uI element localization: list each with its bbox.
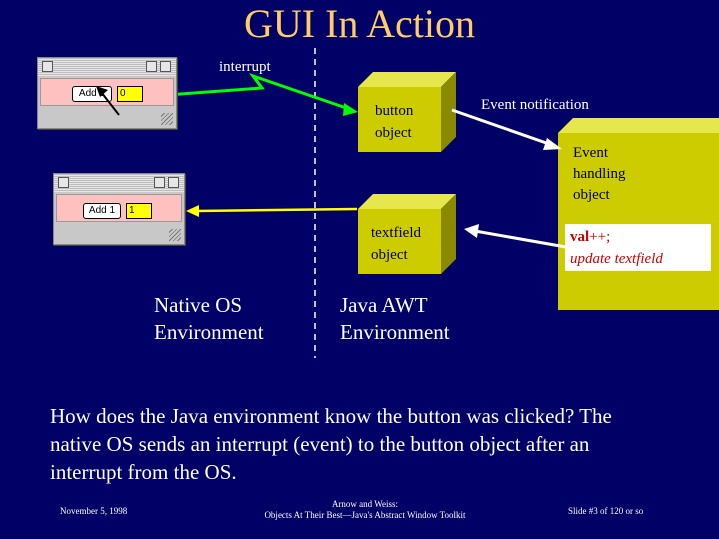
textfield-object-label-1: textfield bbox=[371, 225, 421, 241]
native-window-bottom: Add 1 1 bbox=[53, 173, 185, 245]
button-object-label-2: object bbox=[375, 125, 412, 141]
button-object-box bbox=[358, 72, 456, 152]
window-titlebar bbox=[54, 174, 184, 192]
footer-author: Arnow and Weiss: bbox=[331, 499, 399, 509]
close-box-icon[interactable] bbox=[58, 177, 69, 188]
bottom-caption: How does the Java environment know the b… bbox=[50, 402, 710, 486]
bottom-caption-line-2: native OS sends an interrupt (event) to … bbox=[50, 432, 590, 456]
native-env-label: Native OS Environment bbox=[154, 292, 264, 346]
event-notification-arrow bbox=[451, 108, 553, 147]
zoom-box-icon[interactable] bbox=[146, 61, 157, 72]
textfield-object-box bbox=[358, 194, 456, 274]
collapse-box-icon[interactable] bbox=[160, 61, 171, 72]
code-line-1: val++; bbox=[570, 227, 610, 247]
footer-date: November 5, 1998 bbox=[60, 506, 128, 516]
textfield-object: textfield object bbox=[358, 209, 441, 274]
footer-slide-number: Slide #3 of 120 or so bbox=[568, 506, 644, 516]
add-one-button[interactable]: Add 1 bbox=[83, 203, 121, 219]
java-env-line-2: Environment bbox=[340, 320, 450, 344]
java-env-label: Java AWT Environment bbox=[340, 292, 450, 346]
event-handling-label-3: object bbox=[573, 187, 610, 203]
footer-book: Objects At Their Best—Java's Abstract Wi… bbox=[264, 510, 466, 520]
code-line-2: update textfield bbox=[570, 251, 663, 267]
button-object: button object bbox=[358, 87, 441, 152]
event-handling-object-box bbox=[558, 118, 719, 310]
native-env-line-2: Environment bbox=[154, 320, 264, 344]
java-env-line-1: Java AWT bbox=[340, 293, 428, 317]
event-handling-label-1: Event bbox=[573, 145, 608, 161]
interrupt-label: interrupt bbox=[219, 59, 271, 75]
zoom-box-icon[interactable] bbox=[154, 177, 165, 188]
event-handling-label-2: handling bbox=[573, 166, 626, 182]
code-var: val bbox=[570, 229, 590, 245]
interrupt-arrow bbox=[166, 72, 353, 112]
mouse-cursor-icon bbox=[96, 86, 120, 116]
code-op: ++; bbox=[589, 229, 611, 245]
native-window-top: Add 1 0 bbox=[37, 57, 177, 129]
button-object-label-1: button bbox=[375, 103, 414, 119]
resize-grip-icon[interactable] bbox=[169, 229, 181, 241]
event-notification-label: Event notification bbox=[481, 97, 589, 113]
value-field[interactable]: 0 bbox=[117, 86, 143, 102]
bottom-caption-line-3: interrupt from the OS. bbox=[50, 460, 237, 484]
bottom-caption-line-1: How does the Java environment know the b… bbox=[50, 404, 612, 428]
footer-credit: Arnow and Weiss: Objects At Their Best—J… bbox=[200, 499, 530, 521]
collapse-box-icon[interactable] bbox=[168, 177, 179, 188]
textfield-object-label-2: object bbox=[371, 247, 408, 263]
close-box-icon[interactable] bbox=[42, 61, 53, 72]
window-titlebar bbox=[38, 58, 176, 76]
event-handling-object: Event handling object val++; update text… bbox=[558, 133, 719, 310]
resize-grip-icon[interactable] bbox=[161, 113, 173, 125]
update-arrow bbox=[195, 207, 358, 213]
page-title: GUI In Action bbox=[243, 1, 476, 46]
native-env-line-1: Native OS bbox=[154, 293, 243, 317]
code-box: val++; update textfield bbox=[565, 224, 711, 271]
value-field[interactable]: 1 bbox=[126, 203, 152, 219]
